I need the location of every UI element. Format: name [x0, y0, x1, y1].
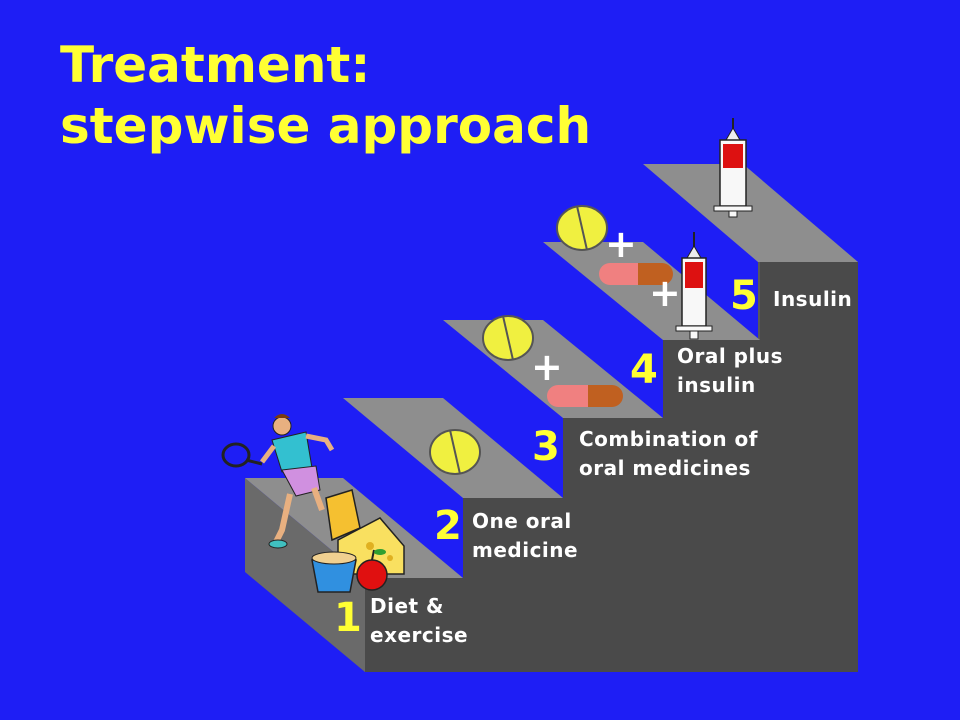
step-3-number: 3 — [532, 424, 560, 470]
title-line-2: stepwise approach — [60, 97, 592, 155]
capsule-icon — [547, 385, 623, 407]
step-2-number: 2 — [434, 503, 462, 549]
step-5-label: Insulin — [773, 285, 852, 314]
step-3-label-line-2: oral medicines — [579, 456, 751, 480]
step-4-number: 4 — [630, 347, 658, 393]
step-2-label-line-1: One oral — [472, 509, 572, 533]
pill-icon — [429, 429, 481, 475]
step-1-label: Diet & exercise — [370, 592, 468, 650]
step-2-label-line-2: medicine — [472, 538, 579, 562]
staircase-left-side — [245, 478, 365, 672]
step-3-label: Combination of oral medicines — [579, 425, 758, 483]
tennis-player-icon — [221, 414, 335, 549]
plus-sign-step-3: + — [531, 345, 563, 389]
step-5-top — [643, 164, 858, 262]
step-1-label-line-2: exercise — [370, 623, 469, 647]
step-2-label: One oral medicine — [472, 507, 578, 565]
capsule-icon — [599, 263, 673, 285]
plus-sign-step-4-b: + — [649, 271, 681, 315]
apple-icon — [356, 549, 388, 591]
step-3-label-line-1: Combination of — [579, 427, 758, 451]
title-line-1: Treatment: — [60, 36, 371, 94]
plus-sign-step-4-a: + — [605, 222, 637, 266]
step-5-number: 5 — [730, 273, 758, 319]
syringe-icon — [675, 232, 713, 340]
step-4-label: Oral plus insulin — [677, 342, 783, 400]
food-icon — [311, 489, 405, 593]
pill-icon — [482, 315, 534, 361]
step-4-label-line-1: Oral plus — [677, 344, 783, 368]
step-3-front — [563, 418, 858, 498]
step-2-front — [463, 498, 858, 578]
pill-icon — [556, 205, 608, 251]
step-5-front — [760, 262, 858, 340]
syringe-icon — [713, 118, 753, 218]
step-4-label-line-2: insulin — [677, 373, 756, 397]
step-1-number: 1 — [334, 595, 362, 641]
step-1-front — [365, 578, 858, 672]
step-5-label-line-1: Insulin — [773, 287, 853, 311]
step-4-front — [663, 340, 858, 418]
step-1-label-line-1: Diet & — [370, 594, 444, 618]
